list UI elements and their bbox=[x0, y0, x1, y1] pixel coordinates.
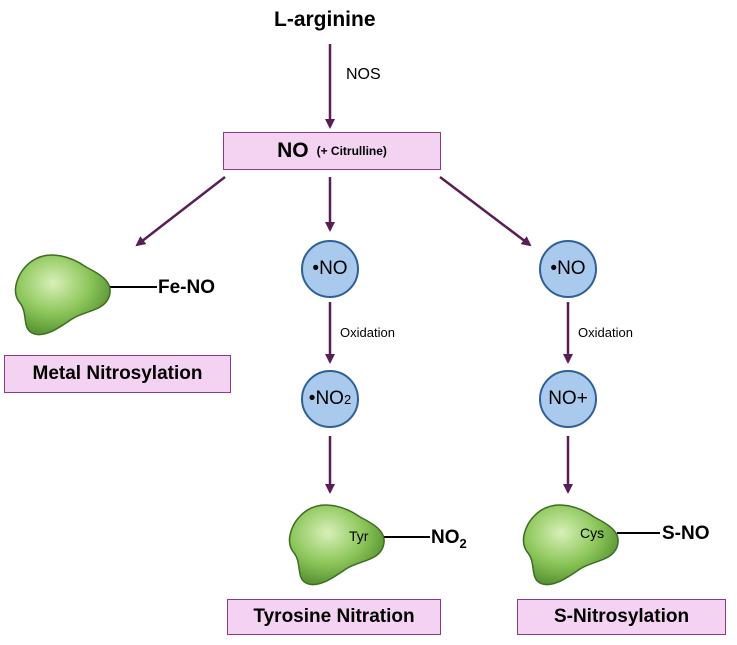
tyr-residue: Tyr bbox=[349, 528, 369, 544]
product-side: (+ Citrulline) bbox=[316, 144, 387, 158]
mid-oxidized-base: •NO bbox=[308, 388, 344, 409]
product-main: NO bbox=[277, 139, 309, 162]
metal-nitrosylation-box: Metal Nitrosylation bbox=[4, 355, 231, 393]
s-nitrosylation-box: S-Nitrosylation bbox=[517, 599, 726, 635]
protein-blob-icon bbox=[522, 504, 619, 586]
product-box: NO (+ Citrulline) bbox=[223, 132, 441, 170]
protein-blob-icon bbox=[288, 504, 385, 586]
right-oxidation-label: Oxidation bbox=[578, 325, 633, 340]
no2-sub: 2 bbox=[459, 535, 467, 551]
no2-base: NO bbox=[431, 527, 460, 548]
substrate-label: L-arginine bbox=[274, 8, 376, 31]
arrow-no-to-right-radical bbox=[439, 176, 532, 247]
mid-radical-circle: •NO bbox=[301, 240, 359, 298]
fe-no-adduct: Fe-NO bbox=[158, 277, 215, 298]
mid-oxidized-sub: 2 bbox=[343, 391, 352, 407]
right-radical-circle: •NO bbox=[539, 240, 597, 298]
enzyme-label: NOS bbox=[346, 66, 381, 83]
tyrosine-nitration-box: Tyrosine Nitration bbox=[227, 599, 441, 635]
no2-adduct: NO2 bbox=[431, 527, 467, 551]
cys-residue: Cys bbox=[580, 525, 605, 541]
right-oxidized-circle: NO+ bbox=[539, 370, 597, 428]
mid-oxidation-label: Oxidation bbox=[340, 325, 395, 340]
s-no-adduct: S-NO bbox=[662, 523, 710, 544]
arrow-no-to-metal bbox=[135, 176, 226, 247]
protein-blob-icon bbox=[14, 254, 111, 336]
